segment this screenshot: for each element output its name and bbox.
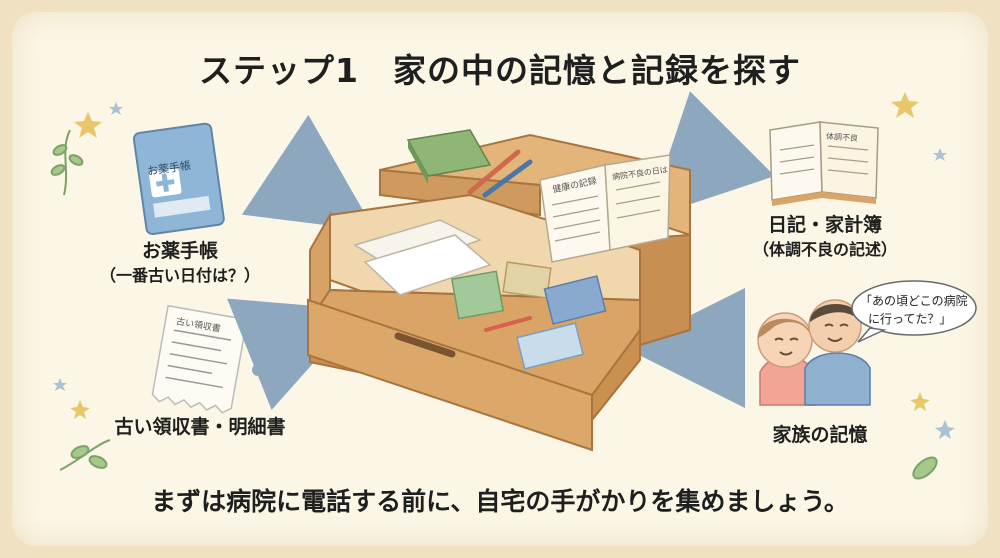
speech-line-2: に行ってた？」 bbox=[868, 312, 952, 326]
diary-label: 日記・家計簿 bbox=[767, 214, 882, 236]
leaf-icon bbox=[50, 129, 938, 480]
medicine-notebook-label: お薬手帳 bbox=[141, 240, 218, 262]
diary-sub: （体調不良の記述） bbox=[752, 240, 897, 259]
drawer-illustration bbox=[307, 129, 691, 452]
star-icon bbox=[53, 92, 955, 439]
arrow-icon bbox=[226, 91, 775, 411]
page-title: ステップ1 家の中の記憶と記録を探す bbox=[199, 51, 801, 90]
receipts-label: 古い領収書・明細書 bbox=[114, 416, 286, 438]
diary-image bbox=[769, 121, 879, 206]
speech-bubble bbox=[851, 280, 977, 343]
family-image bbox=[757, 299, 871, 406]
footer-text: まずは病院に電話する前に、自宅の手がかりを集めましょう。 bbox=[151, 487, 849, 516]
medicine-notebook-image bbox=[132, 122, 225, 236]
diary-page-text: 体調不良 bbox=[825, 131, 859, 144]
open-book-image bbox=[539, 154, 671, 263]
family-label: 家族の記憶 bbox=[772, 424, 868, 446]
speech-line-1: 「あの頃どこの病院 bbox=[860, 294, 968, 308]
medicine-notebook-sub: （一番古い日付は？） bbox=[99, 266, 260, 285]
